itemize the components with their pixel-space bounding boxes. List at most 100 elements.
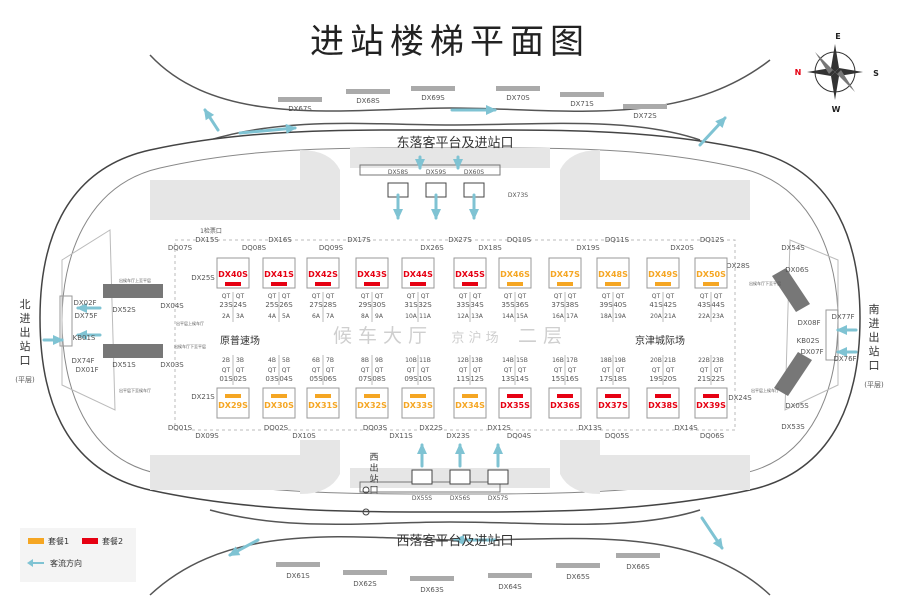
qt-label: QT (222, 367, 231, 374)
qt-label: QT (554, 293, 563, 300)
south-area-label: DX54S (781, 244, 805, 252)
stair-name: DX32S (357, 401, 387, 410)
platform-number: 18B (600, 357, 612, 364)
stair-name: DX49S (648, 270, 678, 279)
south-area-label: KB02S (797, 337, 820, 345)
ad-bar (560, 92, 604, 97)
flow-arrow-head (836, 325, 847, 335)
qt-label: QT (361, 293, 370, 300)
top-road-outer (149, 54, 771, 113)
package-marker (364, 394, 380, 398)
flow-arrow-head (393, 209, 403, 220)
north-area-label: DX51S (112, 361, 136, 369)
flow-arrow-head (453, 535, 464, 545)
qt-label: QT (714, 293, 723, 300)
qt-number: 09S (404, 375, 418, 383)
ad-label-top: DX72S (633, 112, 657, 120)
flow-arrow-south-in (836, 325, 858, 335)
platform-number: 12A (457, 313, 470, 320)
qt-number: 18S (613, 375, 627, 383)
qt-label: QT (700, 367, 709, 374)
package-marker (655, 394, 671, 398)
qt-number: 23S (219, 301, 233, 309)
qt-number: 30S (372, 301, 386, 309)
stair-name: DX35S (500, 401, 530, 410)
qt-number: 33S (456, 301, 470, 309)
stair-box (216, 387, 250, 419)
platform-number: 14A (502, 313, 515, 320)
north-area-note: 出候车厅下至平层 (174, 343, 206, 349)
qt-number: 43S (697, 301, 711, 309)
north-entrance-label: 口 (20, 354, 31, 367)
row-label-lower: DX11S (389, 432, 413, 440)
package-marker (315, 394, 331, 398)
row-label-upper: DX17S (347, 236, 371, 244)
platform-number: 8B (361, 357, 369, 364)
flow-arrow-head (415, 159, 425, 170)
north-gate (59, 295, 73, 347)
ad-label-bottom: DX62S (353, 580, 377, 588)
row-label-upper: DX19S (576, 244, 600, 252)
north-area-label: DX74F (71, 357, 94, 365)
building-block-curve (300, 150, 340, 220)
platform-number: 17B (566, 357, 578, 364)
stair-name: DX46S (500, 270, 530, 279)
stair-box (306, 387, 340, 419)
west-exit-label: 站 (369, 473, 378, 485)
qt-number: 17S (599, 375, 613, 383)
stair-name: DX50S (696, 270, 726, 279)
flow-arrow-head (453, 159, 463, 170)
west-exit-label: 口 (369, 486, 378, 496)
row-label-lower: DX23S (446, 432, 470, 440)
platform-number: 22A (698, 313, 711, 320)
qt-label: QT (407, 293, 416, 300)
compass-needle (837, 70, 855, 92)
qt-label: QT (312, 293, 321, 300)
platform-number: 19A (614, 313, 627, 320)
flow-arrow-head (431, 209, 441, 220)
flow-arrow-north-in (42, 335, 64, 345)
platform-number: 6B (312, 357, 320, 364)
qt-label: QT (375, 293, 384, 300)
row-label-upper: DQ08S (242, 244, 267, 252)
qt-label: QT (666, 293, 675, 300)
package-marker (225, 282, 241, 286)
stair-name: DX38S (648, 401, 678, 410)
qt-number: 15S (551, 375, 565, 383)
qt-label: QT (602, 367, 611, 374)
south-entrance-label: 站 (869, 344, 880, 358)
flow-arrow-up-west (493, 443, 503, 468)
platform-number: 17A (566, 313, 579, 320)
zone-left-label: 原普速场 (220, 334, 260, 347)
west-exit-label: 出 (369, 462, 378, 474)
row-label-lower: DQ06S (700, 432, 725, 440)
stair-name: DX29S (218, 401, 248, 410)
stair-box (355, 387, 389, 419)
exit-gate-icon (362, 508, 370, 516)
legend-label-package2: 套餐2 (102, 537, 124, 546)
qt-label: QT (236, 293, 245, 300)
row-label-upper: DQ10S (507, 236, 532, 244)
flow-arrow-east-in (415, 155, 425, 170)
flow-arrow-head (76, 303, 87, 313)
ad-label-west: DX57S (488, 495, 508, 502)
flow-arrow-top-left (238, 123, 297, 135)
stair-name: DX33S (403, 401, 433, 410)
row-label-upper: DX20S (670, 244, 694, 252)
qt-number: 02S (233, 375, 247, 383)
qt-label: QT (236, 367, 245, 374)
qt-label: QT (421, 293, 430, 300)
flow-arrow-head (455, 443, 465, 454)
qt-number: 28S (323, 301, 337, 309)
flow-arrow-shaft (238, 126, 297, 135)
platform-number: 19B (614, 357, 626, 364)
platform-number: 8A (361, 313, 370, 320)
ad-label-bottom: DX64S (498, 583, 522, 591)
side-gate-label: 1检票口 (200, 227, 222, 235)
